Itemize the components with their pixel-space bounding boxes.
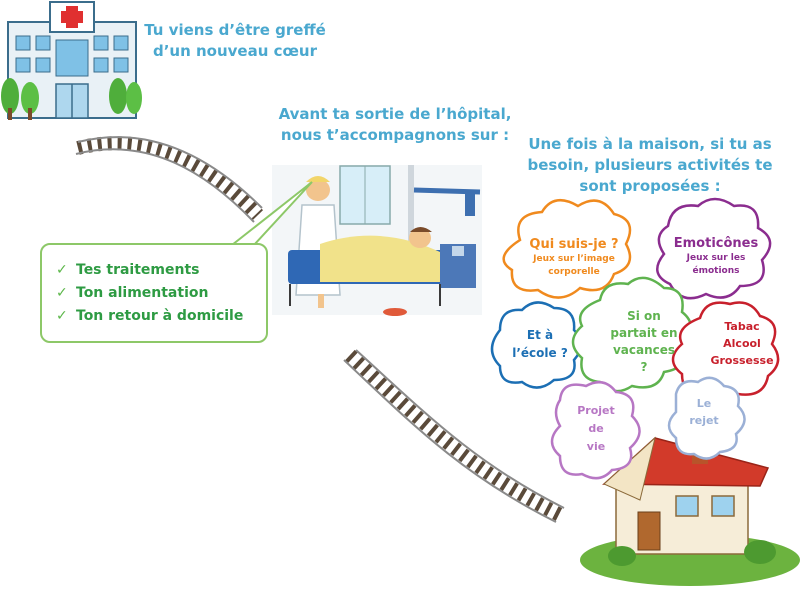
checklist-item: ✓ Tes traitements <box>56 259 256 282</box>
cloud-line: Alcool <box>723 337 761 350</box>
caption-line: sont proposées : <box>579 177 721 195</box>
cloud-label-projet: Projet de vie <box>560 402 632 456</box>
cloud-label-vacances: Si on partait en vacances ? <box>598 308 690 376</box>
caption-line: Tu viens d’être greffé <box>144 21 326 39</box>
cloud-line: Le <box>696 397 712 410</box>
cloud-label-tabac: Tabac Alcool Grossesse <box>700 318 784 369</box>
cloud-subtitle: Jeux sur l’image <box>533 254 615 264</box>
cloud-title: Emoticônes <box>673 236 759 251</box>
check-icon: ✓ <box>56 285 68 301</box>
cloud-line: Et à <box>526 328 554 342</box>
caption-line: Avant ta sortie de l’hôpital, <box>278 105 512 123</box>
cloud-title: Qui suis-je ? <box>529 237 619 252</box>
checklist-box: ✓ Tes traitements ✓ Ton alimentation ✓ Ton … <box>40 243 268 343</box>
cloud-ecole <box>490 301 583 389</box>
cloud-line: ? <box>640 360 648 374</box>
checklist-item: ✓ Ton retour à domicile <box>56 305 256 328</box>
railway-track-icon <box>343 349 565 523</box>
cloud-label-rejet: Le rejet <box>674 395 734 429</box>
checklist-item: ✓ Ton alimentation <box>56 282 256 305</box>
cloud-line: l’école ? <box>512 346 568 360</box>
cloud-line: rejet <box>689 414 719 427</box>
hospital-room-icon <box>272 165 482 316</box>
activity-clouds <box>490 197 780 480</box>
checklist-label: Tes traitements <box>76 262 200 278</box>
cloud-vacances <box>571 276 693 393</box>
cloud-line: partait en <box>610 326 678 340</box>
cloud-line: vacances <box>612 343 676 357</box>
cloud-line: Tabac <box>724 320 760 333</box>
cloud-line: Grossesse <box>710 354 774 367</box>
cloud-line: Projet <box>577 404 615 417</box>
check-icon: ✓ <box>56 262 68 278</box>
cloud-subtitle: émotions <box>692 266 740 276</box>
cloud-line: vie <box>586 440 606 453</box>
cloud-subtitle: corporelle <box>548 267 600 277</box>
check-icon: ✓ <box>56 308 68 324</box>
cloud-label-emoticones: Emoticônes Jeux sur les émotions <box>664 235 768 278</box>
cloud-projet <box>550 380 641 480</box>
cloud-rejet <box>667 376 746 460</box>
caption-line: besoin, plusieurs activités te <box>527 156 773 174</box>
house-icon <box>580 436 800 586</box>
cloud-subtitle: Jeux sur les <box>686 253 746 263</box>
railway-track-icon <box>75 136 264 223</box>
caption-line: nous t’accompagnons sur : <box>280 126 510 144</box>
caption-line: Une fois à la maison, si tu as <box>528 135 772 153</box>
caption-before-exit: Avant ta sortie de l’hôpital, nous t’acc… <box>265 104 525 146</box>
cloud-label-qui-suis-je: Qui suis-je ? Jeux sur l’image corporell… <box>512 236 636 279</box>
caption-at-home: Une fois à la maison, si tu as besoin, p… <box>500 134 800 197</box>
hospital-icon <box>1 1 142 120</box>
checklist-label: Ton alimentation <box>76 285 209 301</box>
cloud-tabac <box>671 301 780 403</box>
cloud-line: de <box>588 422 604 435</box>
cloud-emoticones <box>656 197 772 300</box>
checklist-label: Ton retour à domicile <box>76 308 244 324</box>
cloud-label-ecole: Et à l’école ? <box>500 326 580 362</box>
caption-line: d’un nouveau cœur <box>152 42 318 60</box>
cloud-qui-suis-je <box>502 199 632 299</box>
cloud-line: Si on <box>627 309 661 323</box>
caption-transplant: Tu viens d’être greffé d’un nouveau cœur <box>140 20 330 62</box>
